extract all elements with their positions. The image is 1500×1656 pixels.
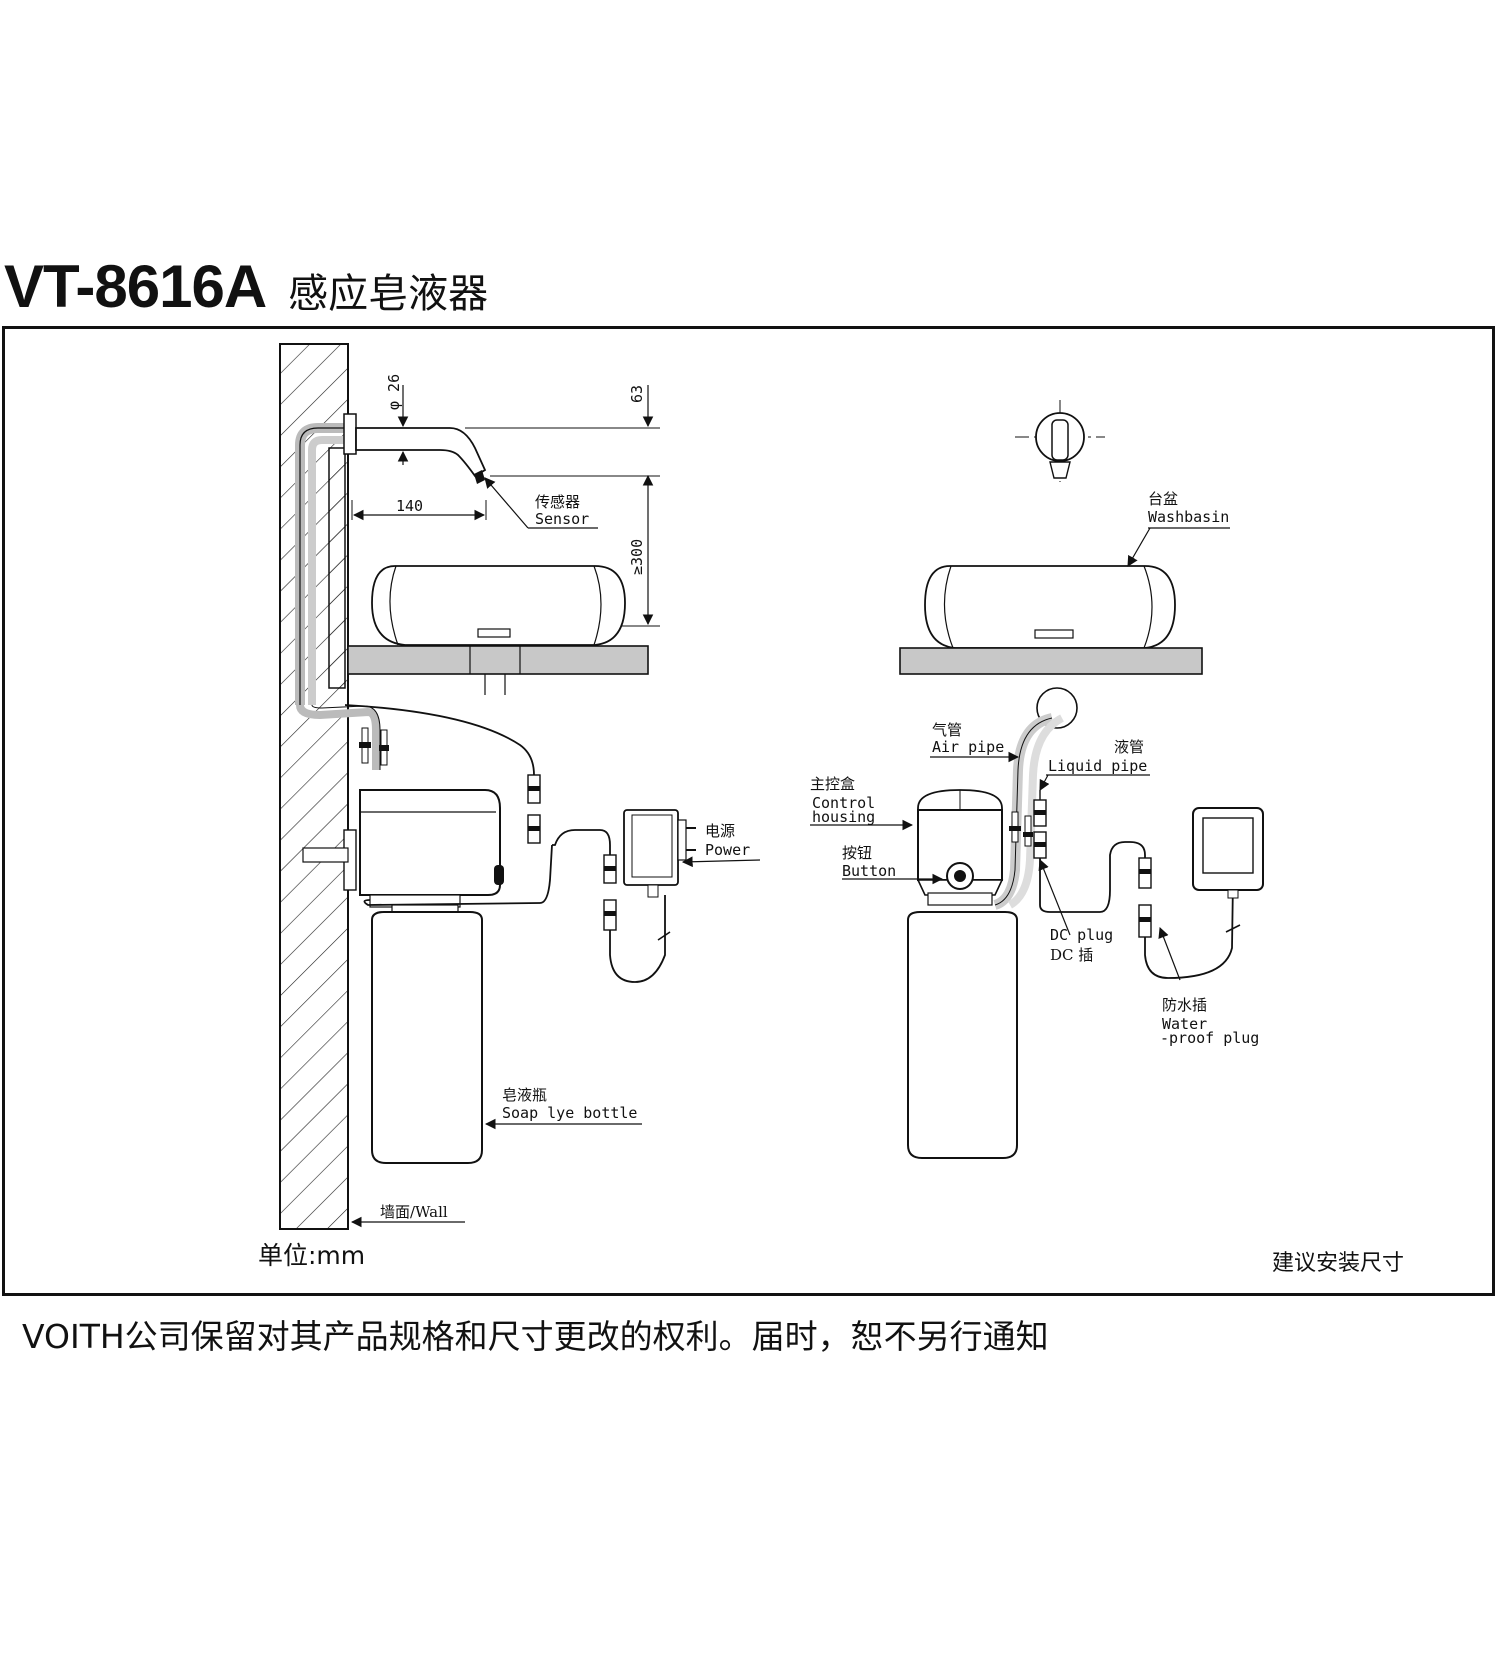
label-waterproof-en-1: Water: [1162, 1015, 1207, 1033]
side-view: φ 26 63 ≥300 140 传感器 Sensor: [279, 343, 761, 1230]
wall-panel: [328, 447, 346, 689]
front-view: 台盆 Washbasin 气管 Air pipe 液管 Liquid pipe …: [810, 400, 1264, 1159]
label-air-pipe-cn: 气管: [932, 721, 962, 739]
dim-clearance: ≥300: [628, 539, 646, 575]
label-button-en: Button: [842, 862, 896, 880]
label-sensor-en: Sensor: [535, 510, 589, 528]
label-waterproof-cn: 防水插: [1162, 996, 1207, 1014]
label-power-cn: 电源: [705, 822, 735, 840]
label-washbasin-en: Washbasin: [1148, 508, 1229, 526]
soap-bottle-front-icon: [907, 911, 1018, 1159]
label-dc-plug-en: DC plug: [1050, 926, 1113, 944]
label-liquid-pipe-cn: 液管: [1114, 738, 1144, 756]
label-sensor-cn: 传感器: [535, 493, 580, 511]
label-bottle-en: Soap lye bottle: [502, 1104, 637, 1122]
dim-height-top: 63: [628, 385, 646, 403]
label-control-en-1: Control: [812, 794, 875, 812]
control-box-front-icon: [916, 789, 1004, 906]
liquid-pipe-front: [1007, 714, 1065, 909]
label-power-en: Power: [705, 841, 750, 859]
view-note: 建议安装尺寸: [1272, 1251, 1405, 1276]
countertop-front: [899, 647, 1203, 675]
countertop-side: [347, 645, 649, 675]
sensor-panel-icon: [1192, 807, 1264, 899]
product-name: 感应皂液器: [288, 271, 489, 317]
faucet-plan-icon: [1015, 400, 1105, 482]
washbasin-side: [371, 565, 626, 646]
label-control-cn: 主控盒: [810, 775, 855, 793]
faucet-icon: [343, 413, 487, 484]
label-button-cn: 按钮: [842, 844, 872, 862]
power-adapter-icon: [623, 809, 696, 898]
label-waterproof-en-2: -proof plug: [1160, 1029, 1259, 1047]
model-number: VT-8616A: [4, 253, 267, 320]
label-wall: 墙面/Wall: [380, 1203, 448, 1221]
label-liquid-pipe-en: Liquid pipe: [1048, 757, 1147, 775]
soap-bottle-icon: [371, 904, 483, 1164]
label-bottle-cn: 皂液瓶: [502, 1086, 547, 1104]
label-air-pipe-en: Air pipe: [932, 738, 1004, 756]
liquid-pipe-side: [308, 436, 350, 705]
disclaimer: VOITH公司保留对其产品规格和尺寸更改的权利。届时，恕不另行通知: [22, 1317, 1049, 1356]
dim-diameter: φ 26: [385, 374, 403, 410]
control-box-icon: [302, 789, 504, 908]
unit-note: 单位:mm: [258, 1241, 366, 1270]
label-control-en-2: housing: [812, 808, 875, 826]
label-dc-plug-cn: DC 插: [1050, 946, 1093, 964]
dim-reach: 140: [396, 497, 423, 515]
page-title: VT-8616A 感应皂液器: [4, 252, 488, 322]
label-washbasin-cn: 台盆: [1148, 490, 1178, 508]
drawing-frame: [2, 326, 1495, 1296]
